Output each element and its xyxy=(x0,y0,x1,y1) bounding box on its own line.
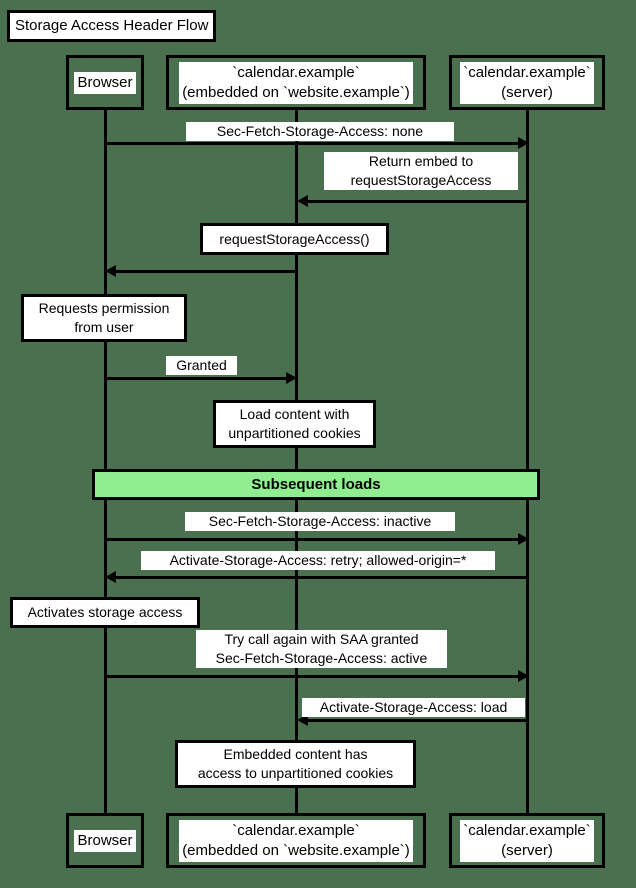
arrow-head-m3 xyxy=(105,265,116,277)
participant-label: `calendar.example` (embedded on `website… xyxy=(179,819,413,862)
message-label-m8: Activate-Storage-Access: load xyxy=(302,698,525,717)
note-box-requests-permission: Requests permission from user xyxy=(21,294,187,342)
participant-embed-bottom[interactable]: `calendar.example` (embedded on `website… xyxy=(166,813,426,868)
message-label-m7: Try call again with SAA granted Sec-Fetc… xyxy=(196,630,447,668)
note-box-request-storage-access: requestStorageAccess() xyxy=(200,223,389,255)
message-line-m4 xyxy=(105,377,289,380)
divider-subsequent-loads: Subsequent loads xyxy=(92,469,540,500)
note-text: Embedded content has access to unpartiti… xyxy=(197,746,394,781)
arrow-head-m4 xyxy=(286,372,297,384)
diagram-title-box: Storage Access Header Flow xyxy=(7,10,217,42)
page-title: Storage Access Header Flow xyxy=(10,13,214,39)
message-label-m1: Sec-Fetch-Storage-Access: none xyxy=(186,122,454,141)
arrow-head-m7 xyxy=(518,670,529,682)
lifeline-server xyxy=(526,110,529,816)
participant-server-bottom[interactable]: `calendar.example` (server) xyxy=(449,813,605,868)
participant-browser-top[interactable]: Browser xyxy=(66,55,144,110)
lifeline-embed xyxy=(295,110,298,816)
arrow-head-m1 xyxy=(518,137,529,149)
note-text: requestStorageAccess() xyxy=(219,230,370,247)
note-box-embedded-content-access: Embedded content has access to unpartiti… xyxy=(175,740,416,788)
message-line-m6 xyxy=(110,576,527,579)
participant-label: `calendar.example` (embedded on `website… xyxy=(179,61,413,104)
message-line-m3 xyxy=(110,270,296,273)
lifeline-browser xyxy=(104,110,107,816)
participant-server-top[interactable]: `calendar.example` (server) xyxy=(449,55,605,110)
participant-embed-top[interactable]: `calendar.example` (embedded on `website… xyxy=(166,55,426,110)
participant-label: Browser xyxy=(74,829,136,852)
participant-label: Browser xyxy=(74,71,136,94)
arrow-head-m8 xyxy=(297,714,308,726)
message-label-m4: Granted xyxy=(166,356,237,375)
participant-label: `calendar.example` (server) xyxy=(460,819,594,862)
message-label-m2: Return embed to requestStorageAccess xyxy=(324,152,518,190)
message-label-m5: Sec-Fetch-Storage-Access: inactive xyxy=(185,512,455,531)
participant-label: `calendar.example` (server) xyxy=(460,61,594,104)
message-line-m1 xyxy=(105,142,521,145)
note-text: Load content with unpartitioned cookies xyxy=(228,406,361,441)
participant-browser-bottom[interactable]: Browser xyxy=(66,813,144,868)
message-label-m6: Activate-Storage-Access: retry; allowed-… xyxy=(141,551,495,570)
arrow-head-m2 xyxy=(297,195,308,207)
note-box-load-content: Load content with unpartitioned cookies xyxy=(213,400,376,448)
message-line-m8 xyxy=(302,719,527,722)
message-line-m2 xyxy=(302,200,527,203)
divider-label: Subsequent loads xyxy=(251,475,381,493)
message-line-m5 xyxy=(105,538,521,541)
arrow-head-m6 xyxy=(105,571,116,583)
note-box-activates-storage-access: Activates storage access xyxy=(10,597,200,628)
note-text: Activates storage access xyxy=(27,604,183,620)
arrow-head-m5 xyxy=(518,533,529,545)
message-line-m7 xyxy=(105,675,521,678)
note-text: Requests permission from user xyxy=(38,300,170,335)
